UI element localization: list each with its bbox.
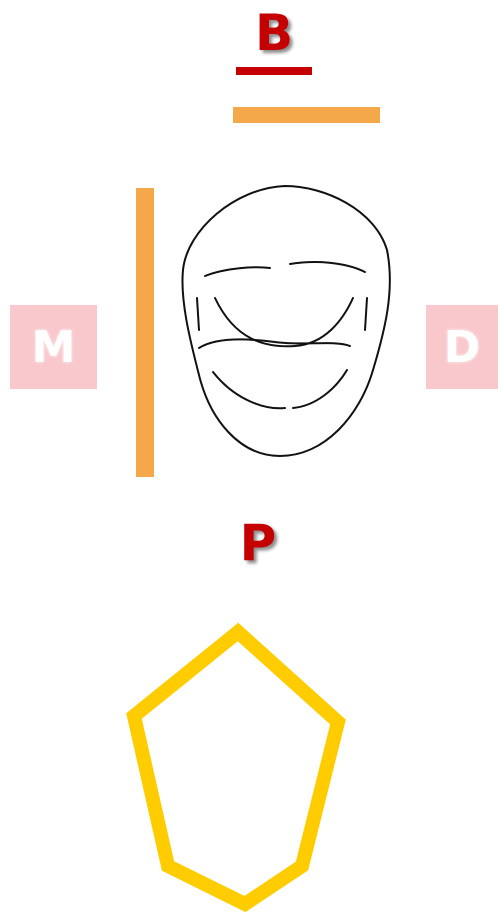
mesial-label: M <box>32 322 76 373</box>
pentagon-outline-icon <box>120 620 360 920</box>
buccal-underline <box>236 67 312 75</box>
buccal-orange-bar <box>233 107 380 123</box>
palatal-label: P <box>234 518 282 568</box>
distal-label-box: D <box>426 305 498 389</box>
distal-label: D <box>444 322 481 373</box>
mesial-label-box: M <box>10 305 97 389</box>
buccal-label: B <box>250 8 298 58</box>
tooth-occlusal-icon <box>175 180 395 460</box>
mesial-orange-bar <box>136 188 154 477</box>
